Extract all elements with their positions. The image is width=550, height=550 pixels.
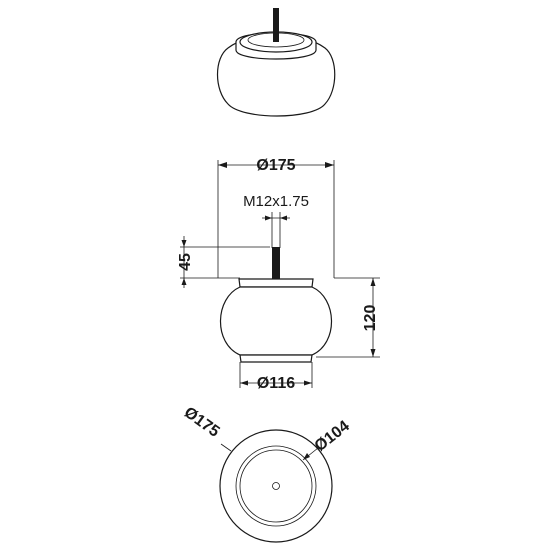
dim-45-arrow-top [181, 240, 187, 247]
plan-dim-104-arrow [303, 453, 310, 460]
perspective-threaded-stud [273, 8, 279, 42]
plan-inner-ring-inner [239, 449, 313, 523]
thread-arrow-left [265, 215, 272, 221]
dim-120-arrow-bottom [370, 349, 376, 357]
dim-175-label: Ø175 [256, 157, 295, 174]
dim-175-arrow-left [218, 162, 227, 168]
dim-45-label: 45 [177, 253, 194, 271]
elevation-view: Ø175 M12x1.75 45 120 Ø116 [177, 157, 380, 392]
thread-label: M12x1.75 [243, 193, 309, 210]
plan-dim-104-label: Ø104 [312, 418, 353, 456]
elevation-threaded-stud [272, 247, 280, 279]
elevation-base [239, 354, 313, 363]
dim-120-label: 120 [362, 305, 379, 332]
dim-116-label: Ø116 [257, 375, 295, 392]
perspective-view [217, 8, 336, 117]
dim-175-arrow-right [325, 162, 334, 168]
dim-116-arrow-right [304, 380, 312, 386]
plan-center-hole [272, 482, 280, 490]
plan-inner-ring-outer [235, 445, 317, 527]
plan-dim-175-leader [220, 443, 232, 452]
plan-outer-circle [219, 429, 333, 543]
dim-120-arrow-top [370, 278, 376, 286]
elevation-body [219, 286, 333, 356]
elevation-top-collar [238, 278, 314, 288]
plan-dim-175-label: Ø175 [181, 404, 223, 441]
dim-116-arrow-left [240, 380, 248, 386]
plan-view: Ø175 Ø104 [181, 404, 353, 543]
thread-arrow-right [280, 215, 287, 221]
dim-45-arrow-bottom [181, 278, 187, 285]
